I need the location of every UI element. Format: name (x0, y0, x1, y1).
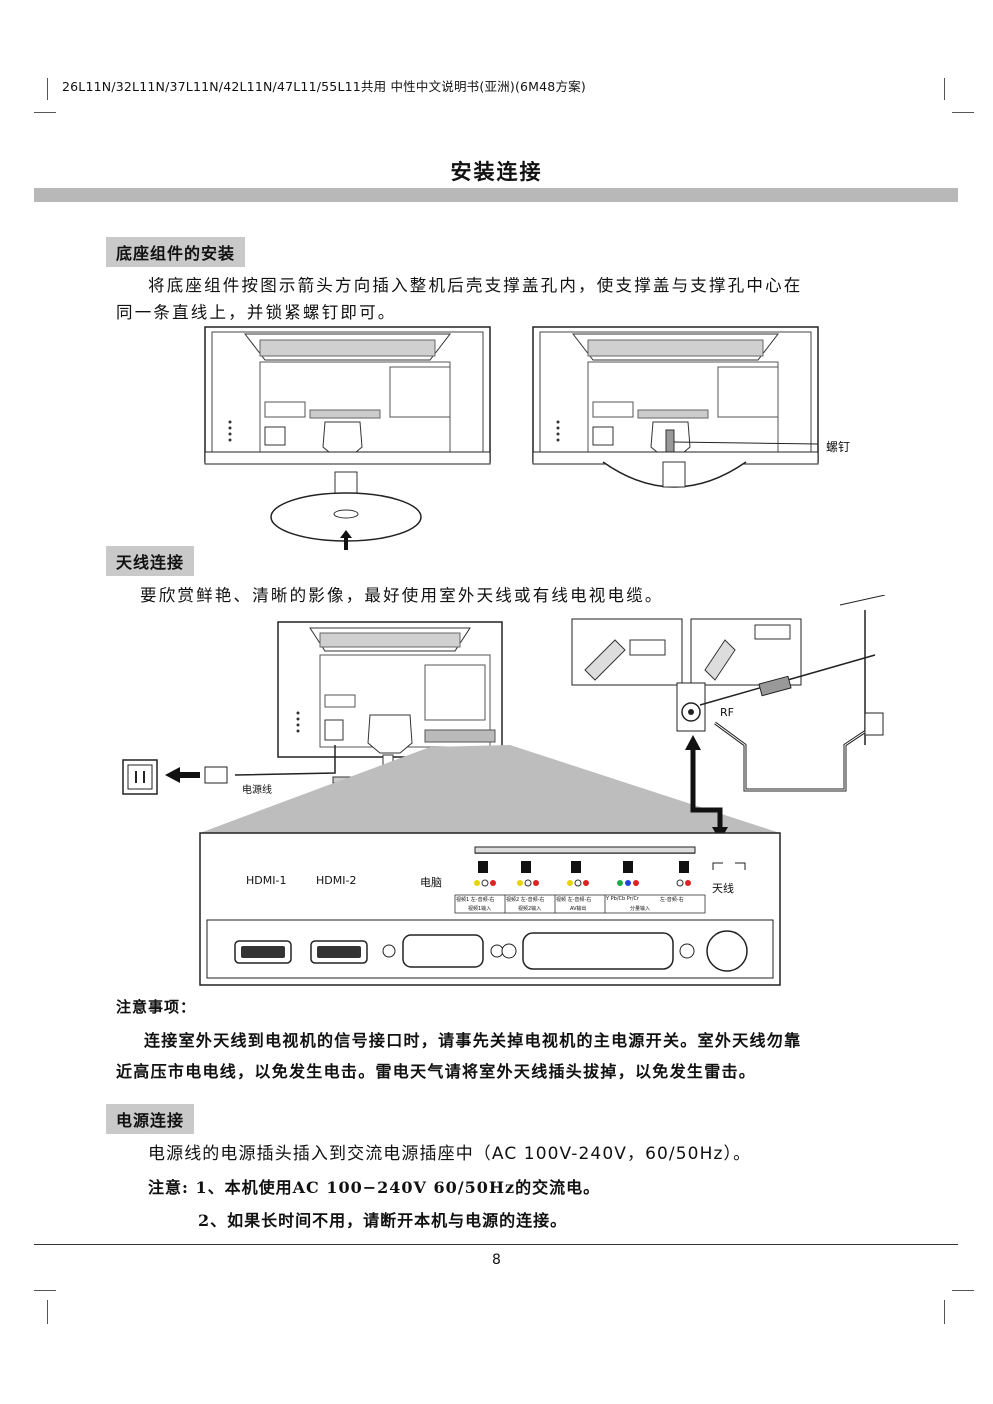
section-label-stand: 底座组件的安装 (106, 237, 246, 267)
jack-label: 视频1 左-音频-右 (456, 897, 495, 903)
power-cord-label: 电源线 (242, 785, 272, 796)
footer-rule (34, 1244, 958, 1245)
antenna-connection-figure (122, 595, 886, 986)
section-label-antenna: 天线连接 (106, 546, 195, 576)
group-label: AV输出 (570, 906, 587, 912)
stand-install-figure-2 (532, 326, 819, 488)
group-label: 视频1输入 (468, 906, 492, 912)
stand-paragraph-line2: 同一条直线上，并锁紧螺钉即可。 (116, 303, 397, 322)
notice-line1: 连接室外天线到电视机的信号接口时，请事先关掉电视机的主电源开关。室外天线勿靠 (144, 1031, 802, 1050)
crop-mark (47, 1300, 48, 1324)
power-paragraph: 电源线的电源插头插入到交流电源插座中（AC 100V-240V，60/50Hz）… (148, 1144, 752, 1164)
jack-label: 视频2 左-音频-右 (506, 897, 545, 903)
antenna-port-label: 天线 (712, 882, 734, 895)
crop-mark (34, 112, 56, 113)
page-title: 安装连接 (450, 160, 543, 184)
group-label: 分量输入 (630, 906, 651, 912)
jack-label: 视频 左-音频-右 (556, 897, 592, 903)
page-number: 8 (492, 1252, 501, 1268)
hdmi1-label: HDMI-1 (246, 874, 287, 887)
notice-title: 注意事项： (116, 998, 197, 1016)
antenna-paragraph: 要欣赏鲜艳、清晰的影像，最好使用室外天线或有线电视电缆。 (140, 586, 664, 605)
crop-mark (34, 1290, 56, 1291)
notice-line2: 近高压市电电线，以免发生电击。雷电天气请将室外天线插头拔掉，以免发生雷击。 (116, 1062, 757, 1081)
screw-label: 螺钉 (826, 440, 851, 454)
title-bar (34, 188, 958, 202)
power-note1: 注意: 1、本机使用AC 100−240V 60/50Hz的交流电。 (148, 1178, 601, 1197)
group-label: 视频2输入 (518, 906, 542, 912)
power-note2: 2、如果长时间不用，请断开本机与电源的连接。 (198, 1211, 568, 1230)
jack-label: 左-音频-右 (660, 897, 684, 903)
rf-label: RF (720, 706, 734, 719)
stand-paragraph-line1: 将底座组件按图示箭头方向插入整机后壳支撑盖孔内，使支撑盖与支撑孔中心在 (148, 276, 803, 295)
arrow-up-icon (340, 530, 352, 550)
crop-mark (952, 112, 974, 113)
crop-mark (47, 78, 48, 100)
stand-install-figure-1 (204, 326, 491, 542)
crop-mark (944, 78, 945, 100)
pc-label: 电脑 (420, 876, 442, 889)
doc-header: 26L11N/32L11N/37L11N/42L11N/47L11/55L11共… (62, 79, 586, 94)
hdmi2-label: HDMI-2 (316, 874, 357, 887)
crop-mark (952, 1290, 974, 1291)
jack-label: Y Pb/Cb Pr/Cr (606, 896, 639, 902)
crop-mark (944, 1300, 945, 1324)
section-label-power: 电源连接 (106, 1104, 195, 1134)
